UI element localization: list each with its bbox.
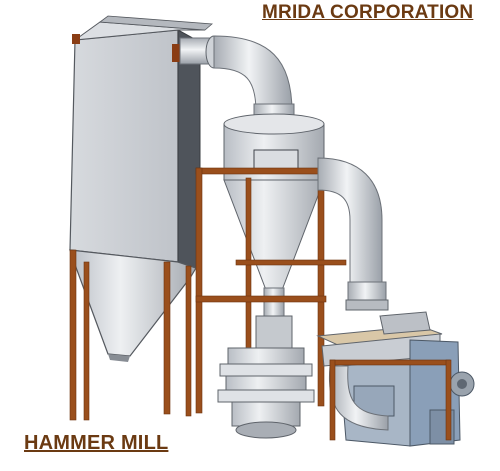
brand-title: MRIDA CORPORATION (262, 2, 474, 23)
top-elbow-duct (179, 35, 295, 119)
bag-filter-housing (69, 15, 213, 362)
cyclone-stand (195, 167, 347, 414)
bag-filter-legs (69, 249, 192, 421)
cyclone-separator (223, 113, 325, 317)
mill-base-frame (329, 359, 452, 441)
rotary-sieve-stack (217, 315, 315, 439)
product-title: HAMMER MILL (24, 432, 169, 454)
mill-return-duct (317, 157, 389, 311)
